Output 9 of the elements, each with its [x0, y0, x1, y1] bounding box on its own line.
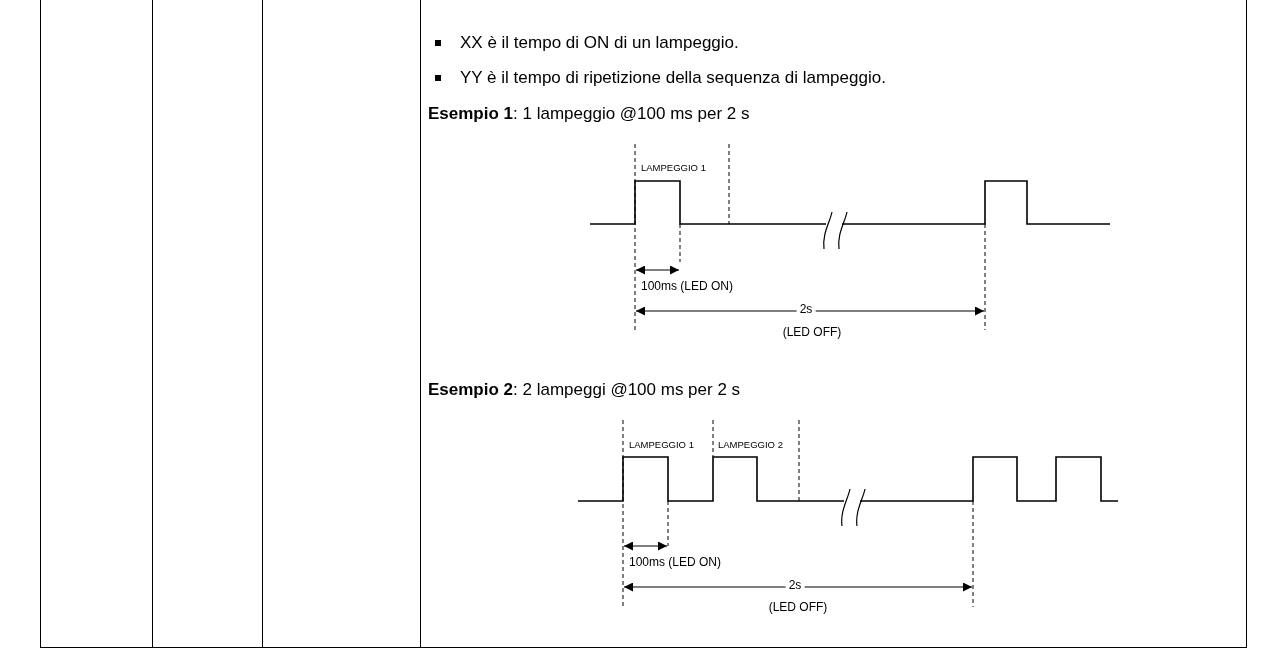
dimension-label: 100ms (LED ON) [629, 555, 722, 570]
bullet-text: XX è il tempo di ON di un lampeggio. [460, 33, 739, 54]
pulse-label: LAMPEGGIO 1 [629, 439, 694, 451]
pulse-label: LAMPEGGIO 1 [641, 162, 706, 174]
example-heading: Esempio 2: 2 lampeggi @100 ms per 2 s [428, 380, 741, 401]
dimension-label: 100ms (LED ON) [641, 279, 734, 294]
example-heading: Esempio 1: 1 lampeggio @100 ms per 2 s [428, 104, 750, 125]
pulse-label: LAMPEGGIO 2 [718, 439, 783, 451]
bullet-text: YY è il tempo di ripetizione della sequenza di lampeggio. [460, 68, 886, 89]
